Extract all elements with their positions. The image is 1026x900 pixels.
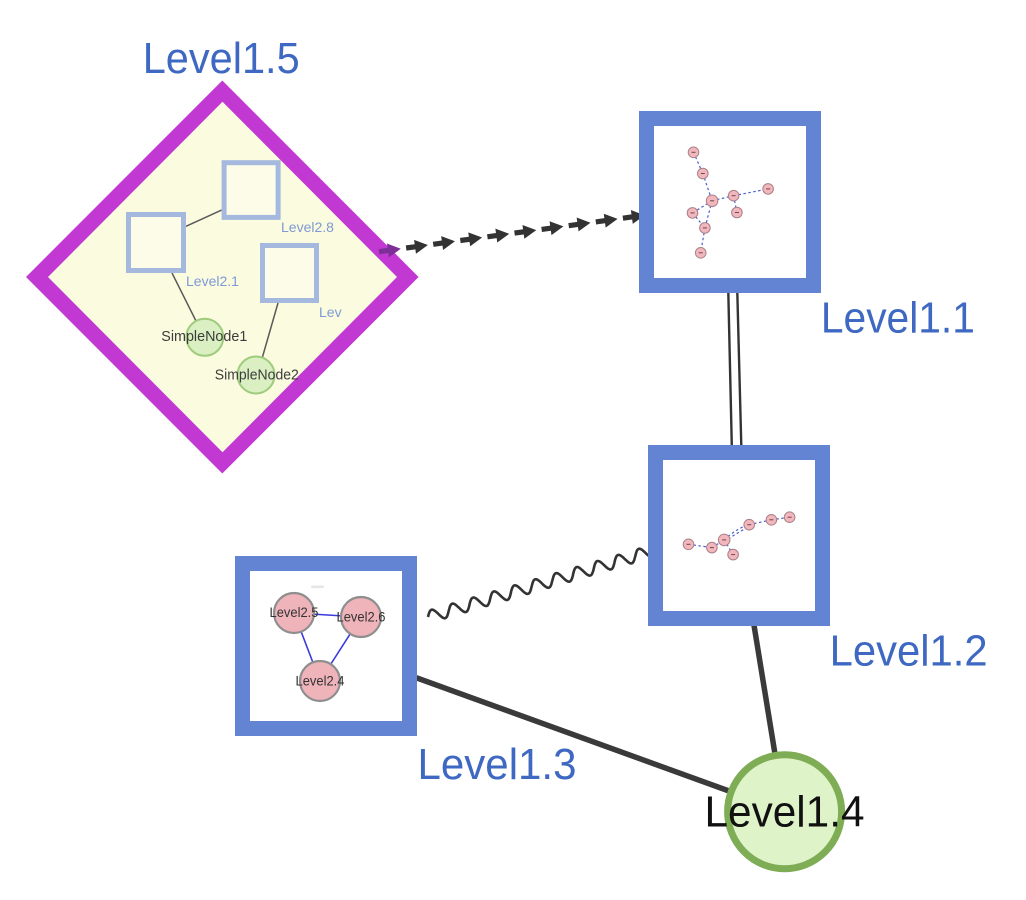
svg-text:Level2.8: Level2.8 bbox=[281, 219, 334, 235]
svg-text:SimpleNode1: SimpleNode1 bbox=[161, 329, 247, 345]
svg-text:Level2.5: Level2.5 bbox=[270, 605, 319, 620]
svg-text:SimpleNode2: SimpleNode2 bbox=[215, 368, 299, 384]
svg-text:Level1.3: Level1.3 bbox=[418, 740, 577, 789]
svg-text:Level2.1: Level2.1 bbox=[186, 273, 239, 289]
svg-text:Level1.4: Level1.4 bbox=[705, 788, 865, 837]
svg-text:Level1.2: Level1.2 bbox=[830, 626, 988, 675]
svg-text:Level2.6: Level2.6 bbox=[337, 609, 386, 624]
svg-text:Level2.4: Level2.4 bbox=[296, 674, 345, 689]
svg-text:Level1.5: Level1.5 bbox=[143, 34, 300, 83]
svg-text:Lev: Lev bbox=[319, 304, 342, 320]
svg-text:Level1.1: Level1.1 bbox=[821, 294, 975, 343]
